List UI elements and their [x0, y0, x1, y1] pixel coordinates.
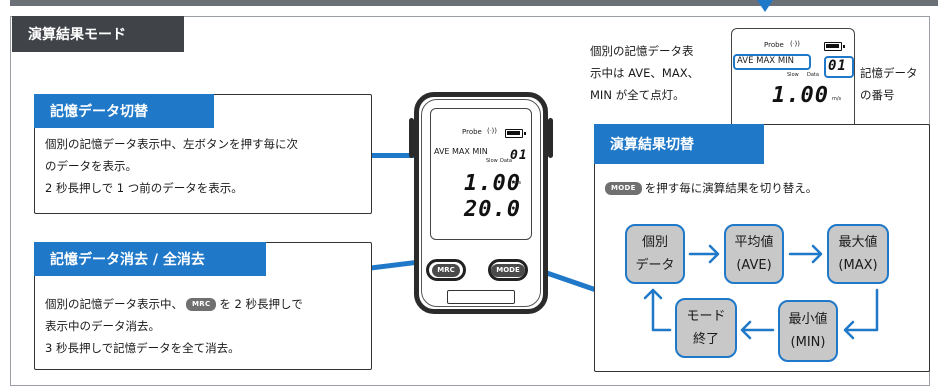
- flow-node-line: 平均値: [734, 235, 774, 250]
- mini-indicators: AVE MAX MIN: [737, 56, 795, 66]
- memory-delete-title: 記憶データ消去 / 全消去: [34, 242, 266, 276]
- callout-description: 個別の記憶データ表 示中は AVE、MAX、 MIN が全て点灯。: [590, 40, 699, 106]
- device-temp-unit: °C: [512, 208, 518, 214]
- mode-badge: MODE: [605, 182, 642, 195]
- mini-slow-label: Slow: [787, 72, 799, 78]
- mini-data-label: Data: [807, 72, 819, 78]
- device-slow-label: Slow: [486, 158, 498, 164]
- device-side-button-left: [409, 118, 414, 158]
- memory-switch-body: 個別の記憶データ表示中、左ボタンを押す毎に次 のデータを表示。 2 秒長押しで …: [45, 133, 298, 199]
- mode-button[interactable]: MODE: [488, 259, 528, 281]
- mrc-button-label: MRC: [432, 263, 460, 277]
- callout-number-label: 記憶データ の番号: [860, 62, 918, 106]
- memory-delete-line: 表示中のデータ消去。: [45, 319, 160, 333]
- mini-data-number: 01: [828, 58, 847, 74]
- calc-switch-title-text: 演算結果切替: [610, 137, 694, 153]
- flow-node-line: (MAX): [838, 258, 878, 273]
- callout-line: 個別の記憶データ表: [590, 44, 694, 58]
- mini-data-number-highlight: [824, 56, 854, 78]
- flow-node-line: (MIN): [790, 335, 826, 350]
- flow-node-mode-end: モード 終了: [675, 298, 737, 358]
- mini-speed-value: 1.00: [772, 83, 829, 108]
- top-rule: [10, 0, 938, 6]
- flow-node-line: 終了: [692, 332, 719, 347]
- memory-delete-title-text: 記憶データ消去 / 全消去: [50, 252, 205, 268]
- device-speed-unit: m/s: [512, 180, 522, 186]
- device-data-number: 01: [510, 148, 528, 163]
- device-temp-value: 20.0: [464, 197, 521, 222]
- device-probe-label: Probe: [462, 128, 482, 136]
- flow-node-minimum: 最小値 (MIN): [778, 300, 838, 362]
- flow-node-line: 最大値: [838, 235, 878, 250]
- mini-indicators-highlight: [733, 54, 811, 70]
- device-side-button-right: [548, 118, 553, 158]
- memory-switch-title-text: 記憶データ切替: [50, 104, 148, 120]
- device-signal-icon: (ᐧ)): [487, 127, 497, 135]
- memory-switch-line: 2 秒長押しで 1 つ前のデータを表示。: [45, 181, 243, 195]
- calc-switch-title: 演算結果切替: [594, 124, 764, 164]
- flow-node-line: モード: [686, 309, 726, 324]
- calc-switch-desc-text: を押す毎に演算結果を切り替え。: [644, 181, 818, 195]
- flow-node-maximum: 最大値 (MAX): [827, 224, 889, 284]
- mini-speed-unit: m/s: [832, 96, 842, 102]
- down-arrow-icon: [757, 0, 773, 12]
- mode-button-label: MODE: [491, 263, 525, 277]
- flow-node-line: 個別: [641, 235, 668, 250]
- device-bottom-slot: [447, 290, 515, 304]
- memory-delete-text: 個別の記憶データ表示中、: [45, 297, 183, 311]
- mini-signal-icon: (ᐧ)): [790, 40, 800, 48]
- flow-node-line: (AVE): [736, 258, 772, 273]
- callout-number-line: 記憶データ: [860, 66, 918, 80]
- callout-number-line: の番号: [860, 88, 895, 102]
- memory-delete-text: を 2 秒長押しで: [219, 297, 303, 311]
- flow-node-line: データ: [635, 258, 675, 273]
- device-indicators: AVE MAX MIN: [434, 147, 488, 156]
- mode-tab-label: 演算結果モード: [28, 27, 126, 43]
- callout-line: MIN が全て点灯。: [590, 88, 685, 102]
- memory-switch-panel: 記憶データ切替 個別の記憶データ表示中、左ボタンを押す毎に次 のデータを表示。 …: [34, 94, 372, 214]
- connector-memory-switch: [340, 153, 420, 158]
- memory-switch-line: のデータを表示。: [45, 159, 137, 173]
- flow-node-average: 平均値 (AVE): [724, 224, 784, 284]
- memory-delete-line: 3 秒長押しで記憶データを全て消去。: [45, 341, 240, 355]
- flow-node-individual-data: 個別 データ: [625, 224, 685, 284]
- callout-line: 示中は AVE、MAX、: [590, 66, 700, 80]
- device-data-label: Data: [500, 158, 512, 164]
- mrc-button[interactable]: MRC: [426, 259, 466, 281]
- mrc-badge: MRC: [186, 298, 217, 311]
- mode-tab: 演算結果モード: [12, 16, 184, 52]
- flow-node-line: 最小値: [788, 312, 828, 327]
- memory-switch-title: 記憶データ切替: [34, 94, 214, 128]
- device-battery-icon: [505, 129, 526, 138]
- memory-switch-line: 個別の記憶データ表示中、左ボタンを押す毎に次: [45, 137, 298, 151]
- mini-battery-icon: [824, 42, 845, 51]
- mini-probe-label: Probe: [764, 41, 784, 49]
- device-screen: [430, 108, 532, 240]
- device-speed-value: 1.00: [464, 171, 521, 196]
